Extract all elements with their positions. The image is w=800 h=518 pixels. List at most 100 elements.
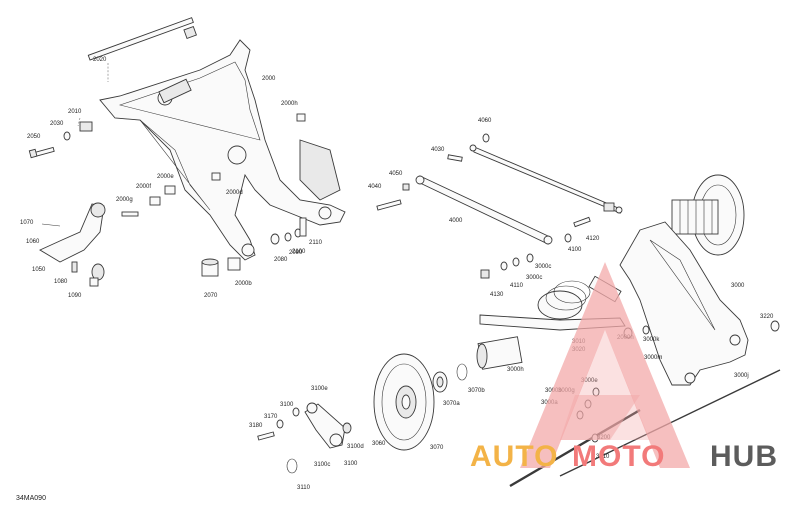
label-4040: 4040	[368, 184, 382, 190]
bolt-4070	[376, 199, 402, 211]
label-3170: 3170	[264, 414, 278, 420]
nut-3100d	[342, 422, 352, 434]
fitting-1080	[89, 277, 99, 287]
nut-4060	[482, 133, 490, 143]
label-3000k: 3000k	[643, 337, 660, 343]
label-3070: 3070	[430, 445, 444, 451]
label-2110: 2110	[309, 240, 323, 246]
bearing-3070a	[432, 371, 448, 393]
watermark-moto: MOTO	[572, 440, 665, 473]
label-3000c: 3000c	[526, 275, 542, 281]
fitting-1060	[71, 261, 78, 273]
label-2000: 2000	[262, 76, 276, 82]
watermark-hub: HUB	[710, 440, 778, 473]
shock-3000h	[476, 336, 523, 370]
label-3100d: 3100d	[347, 444, 364, 450]
label-3070a: 3070a	[443, 401, 460, 407]
washer-3170	[276, 419, 284, 429]
rod-4040	[469, 144, 623, 214]
label-3210: 3210	[596, 454, 610, 460]
snap-ring-3110	[286, 458, 298, 474]
rod-assembly	[376, 133, 623, 279]
label-2090: 2090	[289, 250, 303, 256]
arm-frame-2000	[99, 39, 346, 261]
label-3000: 3000	[731, 283, 745, 289]
label-2000b: 2000b	[235, 281, 252, 287]
fitting-1070	[41, 223, 61, 227]
label-2010: 2010	[68, 109, 82, 115]
washer-4100	[564, 233, 572, 243]
bolt-2000g	[121, 211, 139, 217]
idler-wheel-3060	[373, 353, 435, 451]
label-3100e: 3100e	[311, 386, 328, 392]
bolt-4090	[573, 216, 591, 228]
label-3000h: 3000h	[507, 367, 524, 373]
label-3060: 3060	[372, 441, 386, 447]
label-2000d: 2000d	[226, 190, 243, 196]
linkage-3100	[304, 402, 346, 449]
label-2080: 2080	[274, 257, 288, 263]
watermark: AUTO MOTO HUB	[470, 262, 778, 473]
label-3000c-b: 3000c	[535, 264, 551, 270]
label-2070: 2070	[204, 293, 218, 299]
nut-4050	[402, 183, 410, 191]
label-3100c: 3100c	[314, 462, 330, 468]
rod-4000	[415, 175, 553, 245]
bolt-3180	[257, 431, 275, 441]
label-3000j: 3000j	[734, 373, 749, 379]
label-4100: 4100	[568, 247, 582, 253]
washers-3000c	[500, 253, 534, 271]
fastener-2010	[77, 117, 93, 132]
label-4120: 4120	[586, 236, 600, 242]
bushing-2000e	[164, 185, 176, 195]
label-2050: 2050	[27, 134, 41, 140]
rear-arm-assembly	[28, 17, 346, 287]
label-2000g: 2000g	[116, 197, 133, 203]
label-4000: 4000	[449, 218, 463, 224]
bushing-2000h	[296, 113, 306, 122]
label-4130: 4130	[490, 292, 504, 298]
label-4110: 4110	[510, 283, 524, 289]
label-3100: 3100	[280, 402, 294, 408]
label-3100-b: 3100	[344, 461, 358, 467]
label-2000h: 2000h	[281, 101, 298, 107]
bushing-2070	[201, 258, 219, 277]
label-4030: 4030	[431, 147, 445, 153]
nut-4130	[480, 269, 490, 279]
label-1080: 1080	[54, 279, 68, 285]
washer-3100e	[292, 407, 300, 417]
washer-2090	[284, 232, 292, 242]
label-3000e: 3000e	[581, 378, 598, 384]
label-2030: 2030	[50, 121, 64, 127]
bolt-2110	[299, 217, 307, 237]
bushing-2000f	[149, 196, 161, 206]
link-1050	[39, 202, 106, 263]
label-3180: 3180	[249, 423, 263, 429]
label-2000f: 2000f	[136, 184, 151, 190]
label-1060: 1060	[26, 239, 40, 245]
label-2020: 2020	[93, 57, 107, 63]
pivot-2000d	[211, 172, 221, 181]
label-4060: 4060	[478, 118, 492, 124]
label-2000e: 2000e	[157, 174, 174, 180]
watermark-triangle-icon	[520, 262, 690, 468]
suspension-frame-3000	[619, 221, 749, 386]
label-3000m: 3000m	[644, 355, 662, 361]
label-3070b: 3070b	[468, 388, 485, 394]
washer-2080	[270, 233, 280, 245]
label-1070: 1070	[20, 220, 34, 226]
rod-2020	[87, 17, 197, 82]
label-2100: 2100	[292, 249, 306, 255]
pin-4030	[447, 154, 463, 162]
washer-2030	[63, 131, 71, 141]
bolt-2050	[28, 146, 55, 159]
snap-ring-3070b	[456, 363, 468, 381]
diagram-code: 34MA090	[16, 495, 46, 502]
label-4050: 4050	[389, 171, 403, 177]
watermark-auto: AUTO	[470, 440, 558, 473]
spring-plate-3000	[671, 174, 745, 256]
fitting-4120	[603, 202, 615, 212]
bushing-2000b	[227, 257, 241, 271]
label-1050: 1050	[32, 267, 46, 273]
